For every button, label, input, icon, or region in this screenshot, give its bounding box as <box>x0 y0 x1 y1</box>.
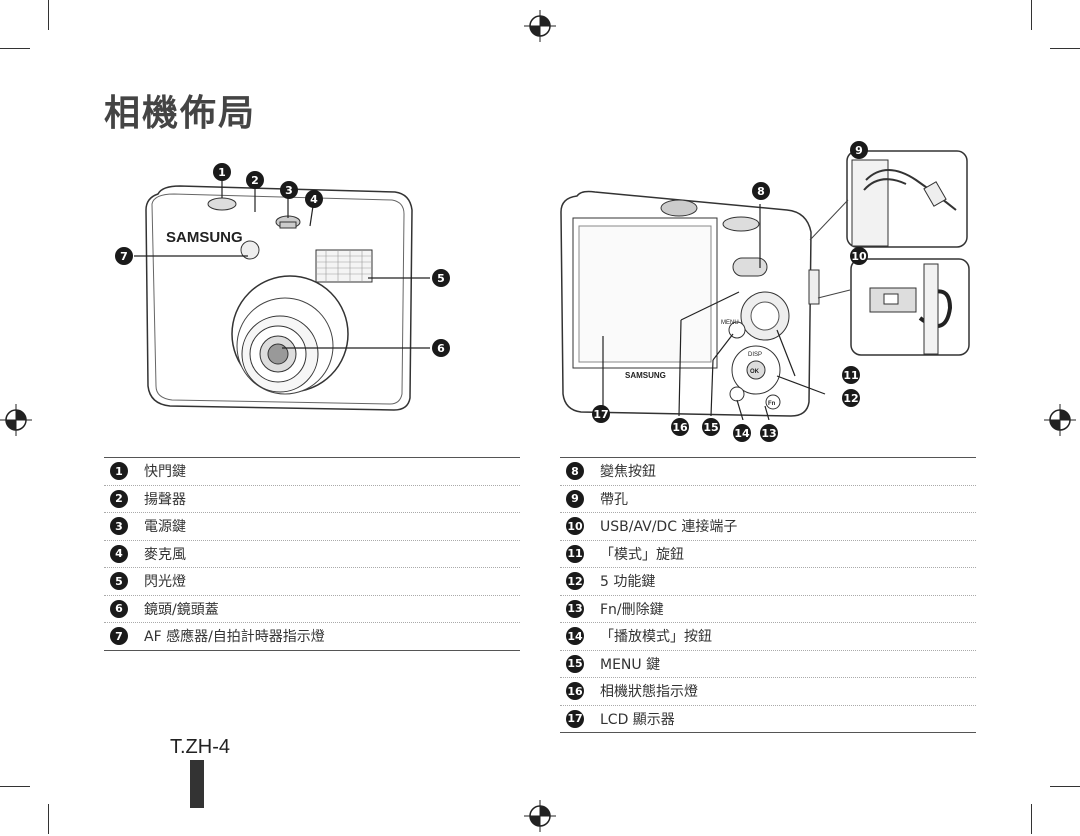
strap-hole-detail <box>846 150 968 248</box>
registration-mark-icon <box>524 10 556 42</box>
disp-key-label: DISP <box>748 352 762 358</box>
item-number: 1 <box>110 462 128 481</box>
item-number: 6 <box>110 599 128 618</box>
ok-key-label: OK <box>750 369 760 375</box>
list-item: 3 電源鍵 <box>104 513 520 541</box>
camera-front-illustration: SAMSUNG <box>134 180 430 411</box>
camera-rear-illustration: SAMSUNG MENU OK DISP Fn <box>560 190 826 420</box>
brand-logo: SAMSUNG <box>166 229 243 246</box>
crop-mark <box>48 804 49 834</box>
registration-mark-icon <box>0 404 32 436</box>
item-number: 4 <box>110 544 128 563</box>
callout-5: 5 <box>432 269 450 287</box>
item-number: 16 <box>566 682 584 701</box>
item-label: LCD 顯示器 <box>600 711 675 728</box>
item-number: 12 <box>566 572 584 591</box>
callout-6: 6 <box>432 339 450 357</box>
callout-2: 2 <box>246 171 264 189</box>
list-item: 1 快門鍵 <box>104 458 520 486</box>
brand-logo-rear: SAMSUNG <box>625 371 666 380</box>
list-item: 17 LCD 顯示器 <box>560 706 976 733</box>
item-number: 5 <box>110 572 128 591</box>
list-item: 2 揚聲器 <box>104 486 520 513</box>
crop-mark <box>0 786 30 787</box>
callout-8: 8 <box>752 182 770 200</box>
list-item: 8 變焦按鈕 <box>560 458 976 486</box>
item-label: 變焦按鈕 <box>600 464 656 481</box>
rear-parts-list: 8 變焦按鈕 9 帶孔 10 USB/AV/DC 連接端子 11 「模式」旋鈕 12 5 … <box>560 457 976 733</box>
item-label: AF 感應器/自拍計時器指示燈 <box>144 629 325 646</box>
callout-16: 16 <box>671 418 689 436</box>
item-number: 15 <box>566 654 584 673</box>
callout-14: 14 <box>733 424 751 442</box>
crop-mark <box>0 48 30 49</box>
callout-12: 12 <box>842 389 860 407</box>
list-item: 6 鏡頭/鏡頭蓋 <box>104 596 520 623</box>
item-number: 8 <box>566 462 584 481</box>
item-number: 9 <box>566 489 584 508</box>
callout-11: 11 <box>842 366 860 384</box>
menu-key-label: MENU <box>721 320 739 326</box>
front-parts-list: 1 快門鍵 2 揚聲器 3 電源鍵 4 麥克風 5 閃光燈 6 鏡頭/鏡頭蓋 7 AF 感應器… <box>104 457 520 651</box>
item-label: 揚聲器 <box>144 491 186 508</box>
crop-mark <box>1050 786 1080 787</box>
list-item: 15 MENU 鍵 <box>560 651 976 678</box>
fn-key-label: Fn <box>768 401 776 407</box>
list-item: 7 AF 感應器/自拍計時器指示燈 <box>104 623 520 650</box>
item-label: 相機狀態指示燈 <box>600 684 698 701</box>
item-label: 快門鍵 <box>144 464 186 481</box>
item-label: 5 功能鍵 <box>600 574 656 591</box>
item-number: 2 <box>110 489 128 508</box>
callout-15: 15 <box>702 418 720 436</box>
callout-1: 1 <box>213 163 231 181</box>
list-item: 4 麥克風 <box>104 541 520 568</box>
callout-4: 4 <box>305 190 323 208</box>
item-label: MENU 鍵 <box>600 656 661 673</box>
inset-leader-lines <box>809 199 851 299</box>
list-item: 14 「播放模式」按鈕 <box>560 623 976 651</box>
item-label: 鏡頭/鏡頭蓋 <box>144 601 219 618</box>
item-number: 11 <box>566 544 584 563</box>
callout-17: 17 <box>592 405 610 423</box>
callout-7: 7 <box>115 247 133 265</box>
list-item: 12 5 功能鍵 <box>560 568 976 596</box>
crop-mark <box>48 0 49 30</box>
list-item: 13 Fn/刪除鍵 <box>560 596 976 623</box>
list-item: 16 相機狀態指示燈 <box>560 678 976 706</box>
crop-mark <box>1031 0 1032 30</box>
crop-mark <box>1031 804 1032 834</box>
item-number: 7 <box>110 627 128 646</box>
callout-13: 13 <box>760 424 778 442</box>
chapter-tab-marker <box>190 760 204 808</box>
usb-connector-detail <box>850 258 970 356</box>
item-label: 「模式」旋鈕 <box>600 546 684 563</box>
page-number: T.ZH-4 <box>170 736 230 758</box>
item-number: 13 <box>566 599 584 618</box>
item-number: 3 <box>110 517 128 536</box>
list-item: 9 帶孔 <box>560 486 976 513</box>
item-label: 「播放模式」按鈕 <box>600 629 712 646</box>
item-label: 閃光燈 <box>144 574 186 591</box>
callout-10: 10 <box>850 247 868 265</box>
registration-mark-icon <box>1044 404 1076 436</box>
item-number: 17 <box>566 709 584 728</box>
crop-mark <box>1050 48 1080 49</box>
callout-3: 3 <box>280 181 298 199</box>
item-label: 電源鍵 <box>144 519 186 536</box>
list-item: 11 「模式」旋鈕 <box>560 541 976 568</box>
item-label: USB/AV/DC 連接端子 <box>600 519 738 536</box>
callout-9: 9 <box>850 141 868 159</box>
list-item: 10 USB/AV/DC 連接端子 <box>560 513 976 541</box>
item-number: 10 <box>566 517 584 536</box>
list-item: 5 閃光燈 <box>104 568 520 596</box>
item-number: 14 <box>566 627 584 646</box>
item-label: 帶孔 <box>600 491 628 508</box>
page-title: 相機佈局 <box>104 93 257 134</box>
item-label: Fn/刪除鍵 <box>600 601 664 618</box>
registration-mark-icon <box>524 800 556 832</box>
item-label: 麥克風 <box>144 546 186 563</box>
